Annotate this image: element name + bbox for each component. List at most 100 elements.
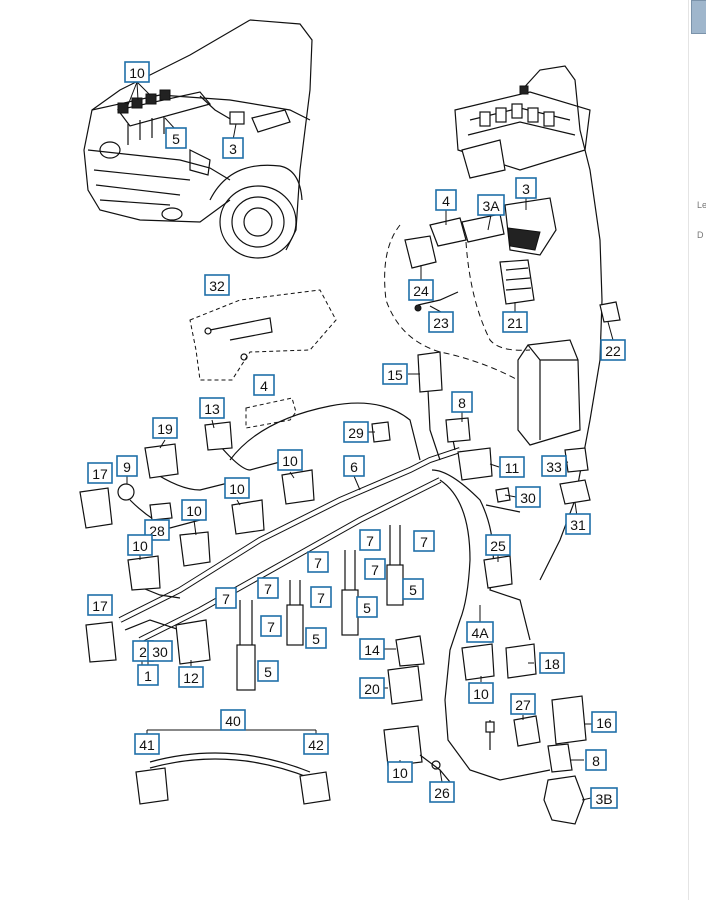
callout-number: 3A (482, 198, 500, 214)
callout-box (502, 311, 528, 333)
callout-box (466, 621, 494, 643)
callout-number: 26 (434, 785, 450, 801)
connectors (79, 351, 591, 825)
callout-box (413, 530, 435, 552)
callout-box (402, 578, 424, 600)
callout-number: 5 (363, 600, 371, 616)
callout-number: 10 (132, 538, 148, 554)
callout-number: 24 (413, 283, 429, 299)
callout-box (435, 189, 457, 211)
callout-l5c: 5 (356, 596, 378, 618)
callout-box (224, 477, 250, 499)
callout-l3b: 3 (515, 177, 537, 199)
callout-l16: 16 (591, 711, 617, 733)
callout-box (137, 664, 159, 686)
callout-l21: 21 (502, 311, 528, 333)
callout-l12: 12 (178, 666, 204, 688)
callout-number: 15 (387, 367, 403, 383)
callout-l7h: 7 (260, 615, 282, 637)
callout-l24: 24 (408, 279, 434, 301)
adapter-cable-40 (135, 725, 331, 805)
callout-l8b: 8 (585, 749, 607, 771)
callout-number: 30 (152, 644, 168, 660)
callout-box (87, 462, 113, 484)
callout-l7c: 7 (307, 551, 329, 573)
callout-number: 3 (229, 141, 237, 157)
callout-box (204, 274, 230, 296)
callout-box (303, 733, 329, 755)
callout-l7d: 7 (364, 558, 386, 580)
callout-box (343, 421, 369, 443)
callout-box (343, 455, 365, 477)
callout-box (590, 787, 618, 809)
callout-box (310, 586, 332, 608)
callout-l11: 11 (499, 456, 525, 478)
callout-box (277, 449, 303, 471)
callout-l25: 25 (485, 534, 511, 556)
callout-l18: 18 (539, 652, 565, 674)
callout-l22: 22 (600, 339, 626, 361)
callout-box (152, 417, 178, 439)
callout-number: 23 (433, 315, 449, 331)
callout-l7f: 7 (310, 586, 332, 608)
callout-number: 12 (183, 670, 199, 686)
callout-l17b: 17 (87, 594, 113, 616)
callout-number: 7 (420, 534, 428, 550)
thumbnail[interactable] (691, 0, 706, 34)
callout-box (382, 363, 408, 385)
callout-number: 10 (473, 686, 489, 702)
callout-l10g: 10 (387, 761, 413, 783)
callout-l14: 14 (359, 638, 385, 660)
callout-number: 7 (371, 562, 379, 578)
callout-number: 5 (264, 664, 272, 680)
callout-number: 17 (92, 466, 108, 482)
callout-box (116, 455, 138, 477)
callout-l10e: 10 (127, 534, 153, 556)
callout-number: 10 (186, 503, 202, 519)
callout-number: 5 (409, 582, 417, 598)
callout-box (165, 127, 187, 149)
callout-box (565, 513, 591, 535)
callout-number: 13 (204, 401, 220, 417)
callout-box (356, 596, 378, 618)
callout-number: 33 (546, 459, 562, 475)
callout-number: 11 (505, 460, 520, 476)
callout-box (477, 194, 505, 216)
callout-l9: 9 (116, 455, 138, 477)
callout-l29: 29 (343, 421, 369, 443)
callout-box (510, 693, 536, 715)
callout-box (585, 749, 607, 771)
callout-number: 20 (364, 681, 380, 697)
callout-box (305, 627, 327, 649)
fuse-box-illustration (454, 65, 603, 581)
callout-number: 6 (350, 459, 358, 475)
callout-l23: 23 (428, 311, 454, 333)
callout-number: 17 (92, 598, 108, 614)
callout-number: 7 (267, 619, 275, 635)
callout-number: 8 (592, 753, 600, 769)
callout-number: 27 (515, 697, 531, 713)
callout-box (591, 711, 617, 733)
callout-l6: 6 (343, 455, 365, 477)
callout-box (359, 677, 385, 699)
callout-l5d: 5 (305, 627, 327, 649)
callout-l3A: 3A (477, 194, 505, 216)
callout-box (253, 374, 275, 396)
callout-box (147, 640, 173, 662)
callout-l5a: 5 (165, 127, 187, 149)
callout-l7e: 7 (257, 577, 279, 599)
callout-number: 4A (471, 625, 489, 641)
callout-l40: 40 (220, 709, 246, 731)
callout-number: 9 (123, 459, 131, 475)
callout-box (541, 455, 567, 477)
callout-l32: 32 (204, 274, 230, 296)
callout-number: 10 (129, 65, 145, 81)
callout-box (127, 534, 153, 556)
callout-l4b: 4 (253, 374, 275, 396)
callout-number: 7 (314, 555, 322, 571)
callout-l1: 1 (137, 664, 159, 686)
callout-number: 41 (139, 737, 155, 753)
callout-number: 4 (442, 193, 450, 209)
callout-l7a: 7 (359, 529, 381, 551)
